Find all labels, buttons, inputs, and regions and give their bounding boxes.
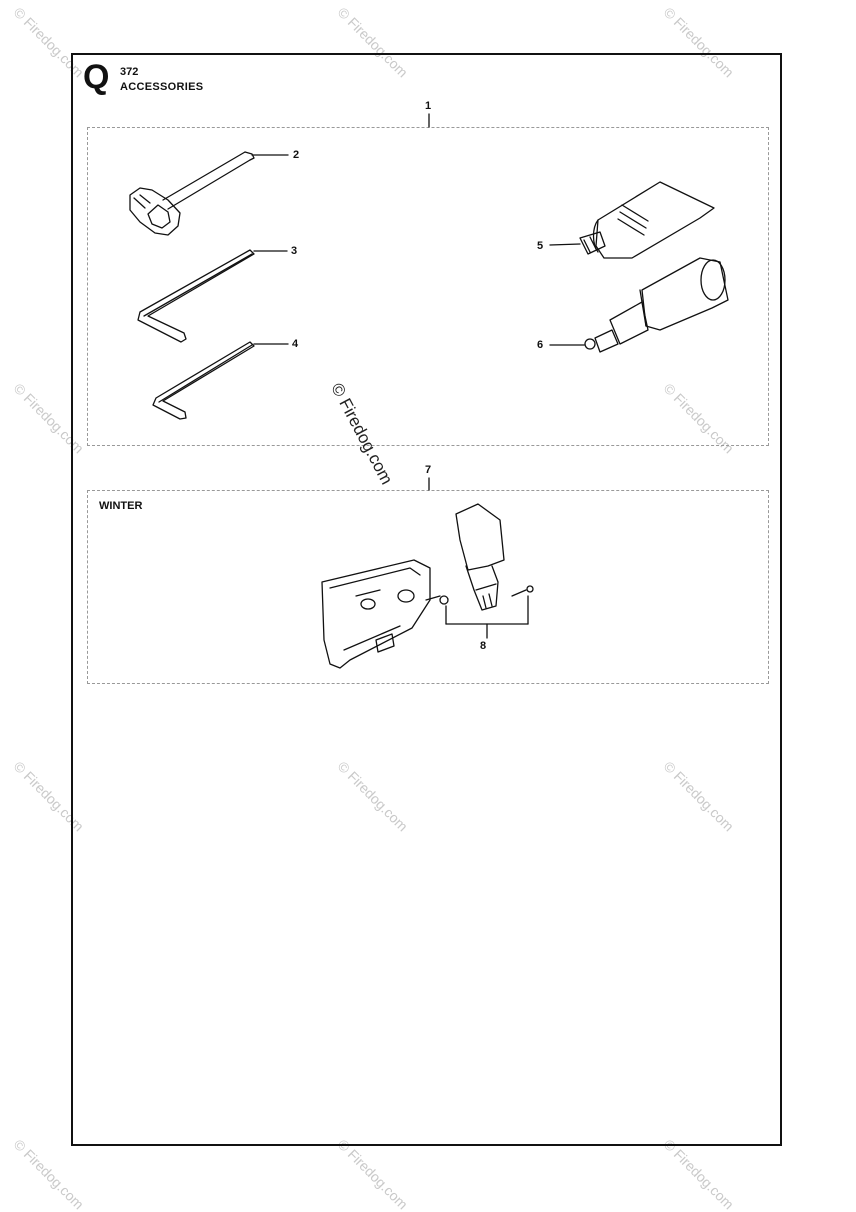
- saw-housing-icon: [321, 559, 431, 669]
- callout-6: 6: [537, 339, 544, 351]
- model-number: 372: [120, 66, 139, 78]
- callout-1: 1: [425, 100, 432, 112]
- hex-key-large-icon: [137, 249, 288, 343]
- callout-3: 3: [291, 245, 298, 257]
- small-screw-icon: [511, 585, 534, 597]
- callout-5: 5: [537, 240, 544, 252]
- winter-label: WINTER: [99, 500, 143, 512]
- callout-8: 8: [480, 640, 487, 652]
- winter-cover-icon: [455, 503, 505, 611]
- winter-group-box: [87, 490, 769, 684]
- hex-key-small-icon: [152, 341, 289, 420]
- section-letter: Q: [83, 58, 110, 96]
- callout-8-bracket: [445, 595, 529, 639]
- combination-wrench-icon: [129, 151, 289, 236]
- accessories-group-box: [87, 127, 769, 446]
- grease-tube-icon: [549, 181, 715, 259]
- callout-7: 7: [425, 464, 432, 476]
- screw-icon: [425, 595, 449, 605]
- page-title: ACCESSORIES: [120, 81, 204, 93]
- grease-gun-icon: [549, 257, 729, 353]
- page-frame: [71, 53, 782, 1146]
- callout-2: 2: [293, 149, 300, 161]
- callout-4: 4: [292, 338, 299, 350]
